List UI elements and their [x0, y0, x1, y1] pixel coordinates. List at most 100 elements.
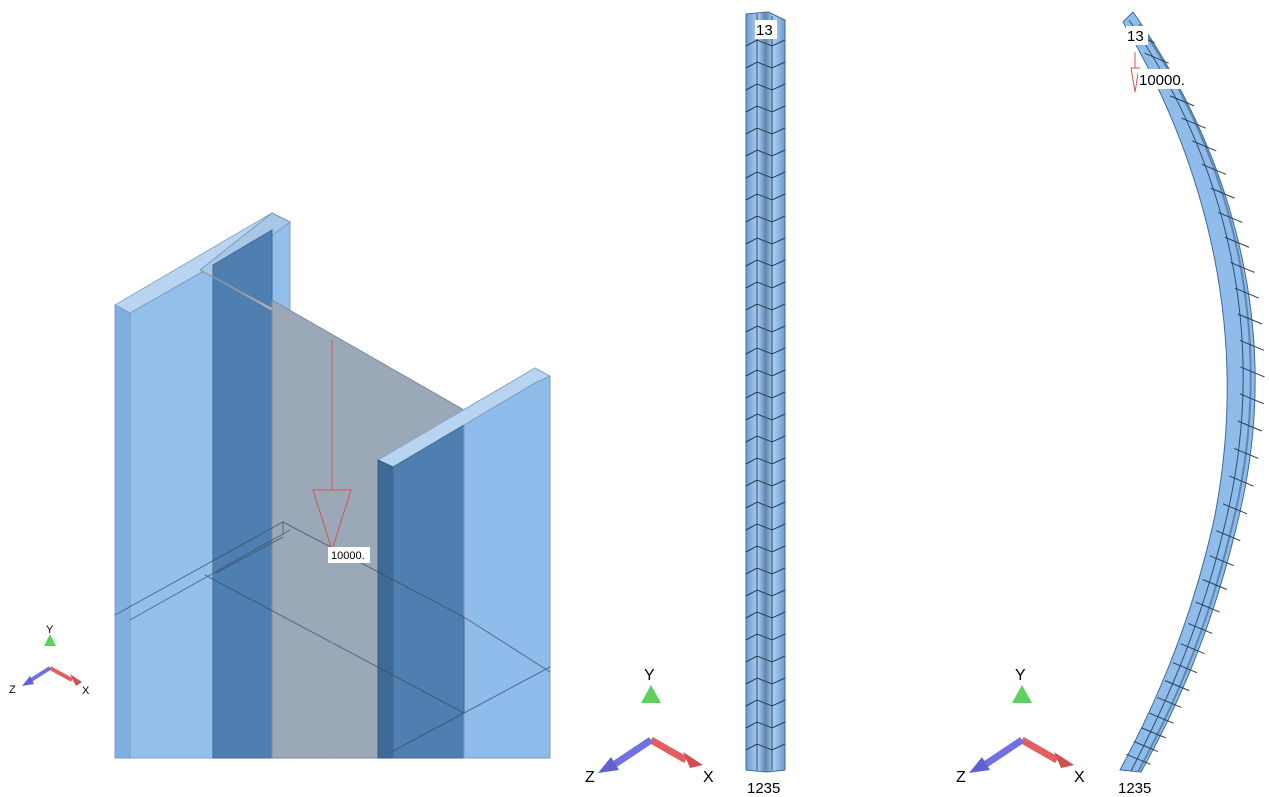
- mesh-tick: [745, 633, 786, 641]
- top-node-box: [755, 20, 777, 39]
- mesh-tick: [1237, 313, 1263, 325]
- closeup-triad: Y Z X: [9, 624, 90, 697]
- closeup-triad-y: Y: [46, 624, 54, 636]
- mesh-tick: [1234, 287, 1259, 299]
- mesh-tick: [745, 699, 786, 707]
- mesh-tick: [745, 743, 786, 751]
- mesh-tick: [1230, 261, 1255, 273]
- mesh-tick: [1222, 503, 1248, 515]
- mesh-tick: [1201, 163, 1227, 175]
- mesh-tick: [1240, 366, 1265, 378]
- mesh-tick: [745, 259, 786, 267]
- deformed-triad-z: Z: [956, 769, 966, 786]
- back-flange-front: [114, 304, 131, 759]
- closeup-triad-z: Z: [9, 684, 16, 696]
- undeformed-triad-x: X: [703, 769, 714, 786]
- mesh-tick: [1209, 555, 1234, 567]
- mesh-lines: [114, 521, 551, 752]
- mesh-tick: [745, 413, 786, 421]
- mesh-tick: [1224, 236, 1250, 248]
- undeformed-triad-z: Z: [585, 769, 595, 786]
- mesh-tick: [745, 523, 786, 531]
- mesh-tick: [1172, 662, 1198, 674]
- mesh-tick: [1202, 579, 1227, 590]
- front-flange-dark: [377, 459, 394, 759]
- mesh-tick: [1133, 741, 1159, 753]
- deformed-triad-y: Y: [1015, 667, 1026, 684]
- mesh-tick: [745, 721, 786, 729]
- undeformed-triad-y: Y: [644, 667, 655, 684]
- back-flange-dark: [212, 229, 273, 759]
- mesh-tick: [1144, 52, 1169, 64]
- mesh-tick: [1229, 475, 1254, 487]
- mesh-tick: [1126, 753, 1151, 765]
- mesh-tick: [745, 171, 786, 179]
- deformed-triad-x: X: [1074, 769, 1085, 786]
- mesh-tick: [1164, 680, 1190, 692]
- mesh-tick: [745, 193, 786, 201]
- load-arrow: [312, 340, 352, 758]
- mesh-tick: [1149, 712, 1174, 724]
- closeup-view: 10000. Y Z X: [9, 212, 552, 759]
- mesh-tick: [1157, 696, 1182, 708]
- mesh-tick: [1192, 140, 1217, 152]
- mesh-tick: [1239, 339, 1265, 351]
- mesh-tick: [745, 149, 786, 157]
- undeformed-top-node: 13: [756, 22, 773, 39]
- deformed-triad: Y Z X: [956, 667, 1085, 786]
- mesh-tick: [1180, 643, 1205, 655]
- undeformed-bottom-node: 1235: [747, 780, 780, 797]
- mesh-tick: [745, 303, 786, 311]
- deformed-view: 13 10000. 1235 Y Z X: [956, 11, 1265, 797]
- mesh-tick: [745, 435, 786, 443]
- mesh-tick: [745, 567, 786, 575]
- mesh-tick: [745, 501, 786, 509]
- mesh-tick: [1239, 393, 1265, 405]
- mesh-tick: [745, 545, 786, 553]
- load-label: 10000.: [331, 550, 365, 562]
- undeformed-view: 13 1235 Y Z X: [585, 11, 786, 797]
- deformed-bottom-node: 1235: [1118, 780, 1151, 797]
- mesh-tick: [745, 589, 786, 597]
- mesh-tick: [1237, 420, 1262, 432]
- mesh-tick: [745, 369, 786, 377]
- mesh-tick: [1181, 117, 1206, 129]
- mesh-tick: [1169, 95, 1195, 107]
- mesh-tick: [745, 347, 786, 355]
- closeup-triad-x: X: [82, 685, 90, 697]
- mesh-tick: [745, 479, 786, 487]
- beam-undeformed: [745, 11, 786, 773]
- mesh-tick: [745, 325, 786, 333]
- mesh-tick: [1195, 601, 1220, 613]
- mesh-tick: [1188, 623, 1213, 634]
- mesh-tick: [745, 457, 786, 465]
- mesh-tick: [1216, 530, 1241, 542]
- mesh-tick: [745, 237, 786, 245]
- load-label-box: [328, 547, 370, 563]
- mesh-tick: [1210, 187, 1235, 199]
- front-flange-darkface: [392, 424, 465, 759]
- deformed-load-arrow: [1130, 52, 1140, 93]
- mesh-tick: [745, 83, 786, 91]
- mesh-tick: [1234, 447, 1259, 459]
- deformed-top-node-box: [1126, 26, 1148, 45]
- mesh-ticks-undeformed: [745, 39, 786, 751]
- mesh-tick: [1218, 212, 1243, 223]
- mesh-tick: [745, 677, 786, 685]
- mesh-tick: [745, 391, 786, 399]
- deformed-top-node: 13: [1127, 28, 1144, 45]
- mesh-tick: [745, 215, 786, 223]
- front-flange-face: [463, 375, 551, 759]
- beam-deformed: [1119, 11, 1256, 773]
- undeformed-triad: Y Z X: [585, 667, 714, 786]
- deformed-load-box: [1138, 69, 1194, 89]
- mesh-tick: [745, 39, 786, 47]
- mesh-tick: [745, 127, 786, 135]
- mesh-tick: [745, 281, 786, 289]
- mesh-tick: [745, 61, 786, 69]
- mesh-tick: [1141, 727, 1166, 739]
- mesh-tick: [745, 611, 786, 619]
- mesh-tick: [745, 655, 786, 663]
- mesh-tick: [745, 105, 786, 113]
